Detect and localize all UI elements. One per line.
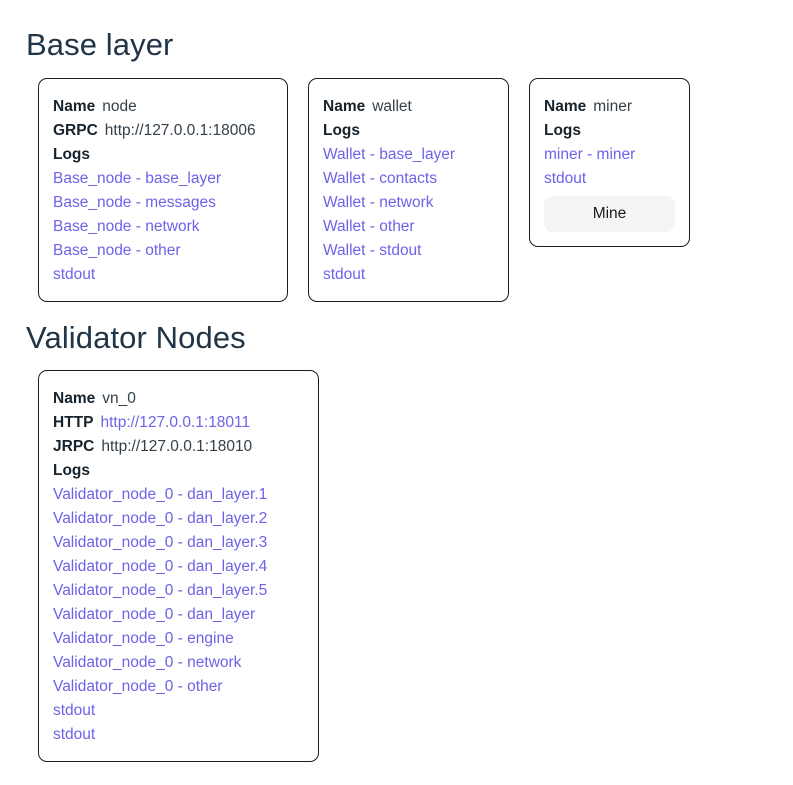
- field-name: Name wallet: [323, 95, 494, 119]
- log-link[interactable]: Validator_node_0 - dan_layer.2: [53, 510, 268, 528]
- section-heading-base-layer: Base layer: [26, 27, 174, 62]
- field-label-name: Name: [323, 97, 366, 115]
- logs-label: Logs: [544, 121, 582, 139]
- log-link[interactable]: stdout: [53, 726, 96, 744]
- log-link[interactable]: Validator_node_0 - dan_layer.1: [53, 486, 268, 504]
- field-label-name: Name: [53, 390, 96, 408]
- log-link[interactable]: Wallet - other: [323, 217, 415, 235]
- log-link[interactable]: Wallet - stdout: [323, 241, 422, 259]
- field-name: Name miner: [544, 95, 675, 119]
- log-link[interactable]: Validator_node_0 - network: [53, 654, 242, 672]
- log-link[interactable]: stdout: [53, 265, 96, 283]
- wallet-card: Name wallet Logs Wallet - base_layer Wall…: [308, 77, 509, 302]
- section-heading-validator-nodes: Validator Nodes: [26, 319, 246, 355]
- field-value-name: vn_0: [102, 390, 136, 408]
- log-link[interactable]: Base_node - network: [53, 217, 200, 235]
- log-link[interactable]: Wallet - network: [323, 193, 434, 211]
- log-link[interactable]: Validator_node_0 - dan_layer.3: [53, 534, 268, 552]
- log-link[interactable]: Validator_node_0 - dan_layer.5: [53, 582, 268, 600]
- field-http: HTTP http://127.0.0.1:18011: [53, 411, 304, 435]
- log-link[interactable]: stdout: [544, 169, 587, 187]
- field-value-name: miner: [593, 97, 632, 115]
- log-list: Validator_node_0 - dan_layer.1 Validator…: [53, 483, 304, 747]
- logs-label: Logs: [53, 462, 91, 480]
- log-link[interactable]: Validator_node_0 - other: [53, 678, 223, 696]
- log-link[interactable]: stdout: [323, 265, 366, 283]
- log-link[interactable]: Base_node - base_layer: [53, 169, 222, 187]
- log-list: Wallet - base_layer Wallet - contacts Wa…: [323, 143, 494, 287]
- base-layer-card-row: Name node GRPC http://127.0.0.1:18006 Logs…: [26, 77, 767, 302]
- log-list: miner - miner stdout: [544, 143, 675, 191]
- field-name: Name node: [53, 95, 273, 119]
- field-label-http: HTTP: [53, 414, 94, 432]
- node-card: Name node GRPC http://127.0.0.1:18006 Logs…: [38, 77, 288, 302]
- log-list: Base_node - base_layer Base_node - messa…: [53, 167, 273, 287]
- field-value-name: node: [102, 97, 137, 115]
- log-link[interactable]: Validator_node_0 - dan_layer.4: [53, 558, 268, 576]
- log-link[interactable]: miner - miner: [544, 145, 636, 163]
- field-label-name: Name: [53, 97, 96, 115]
- field-label-name: Name: [544, 97, 587, 115]
- log-link[interactable]: Validator_node_0 - engine: [53, 630, 234, 648]
- field-jrpc: JRPC http://127.0.0.1:18010: [53, 435, 304, 459]
- field-grpc: GRPC http://127.0.0.1:18006: [53, 119, 273, 143]
- field-value-name: wallet: [372, 97, 412, 115]
- field-label-jrpc: JRPC: [53, 438, 95, 456]
- log-link[interactable]: Wallet - base_layer: [323, 145, 456, 163]
- field-value-grpc: http://127.0.0.1:18006: [104, 121, 256, 139]
- validator-node-card: Name vn_0 HTTP http://127.0.0.1:18011 JRPC…: [38, 370, 319, 763]
- field-name: Name vn_0: [53, 387, 304, 411]
- logs-label: Logs: [323, 121, 361, 139]
- field-label-grpc: GRPC: [53, 121, 98, 139]
- field-value-http-link[interactable]: http://127.0.0.1:18011: [100, 414, 251, 432]
- mine-button[interactable]: Mine: [544, 195, 675, 232]
- log-link[interactable]: Validator_node_0 - dan_layer: [53, 606, 256, 624]
- log-link[interactable]: stdout: [53, 702, 96, 720]
- logs-label: Logs: [53, 145, 91, 163]
- miner-card: Name miner Logs miner - miner stdout Mine: [529, 77, 690, 247]
- validator-nodes-card-row: Name vn_0 HTTP http://127.0.0.1:18011 JRPC…: [26, 370, 767, 763]
- log-link[interactable]: Base_node - other: [53, 241, 181, 259]
- dashboard-page: Base layer Name node GRPC http://127.0.0.1…: [26, 27, 767, 763]
- field-value-jrpc: http://127.0.0.1:18010: [101, 438, 253, 456]
- log-link[interactable]: Wallet - contacts: [323, 169, 437, 187]
- log-link[interactable]: Base_node - messages: [53, 193, 216, 211]
